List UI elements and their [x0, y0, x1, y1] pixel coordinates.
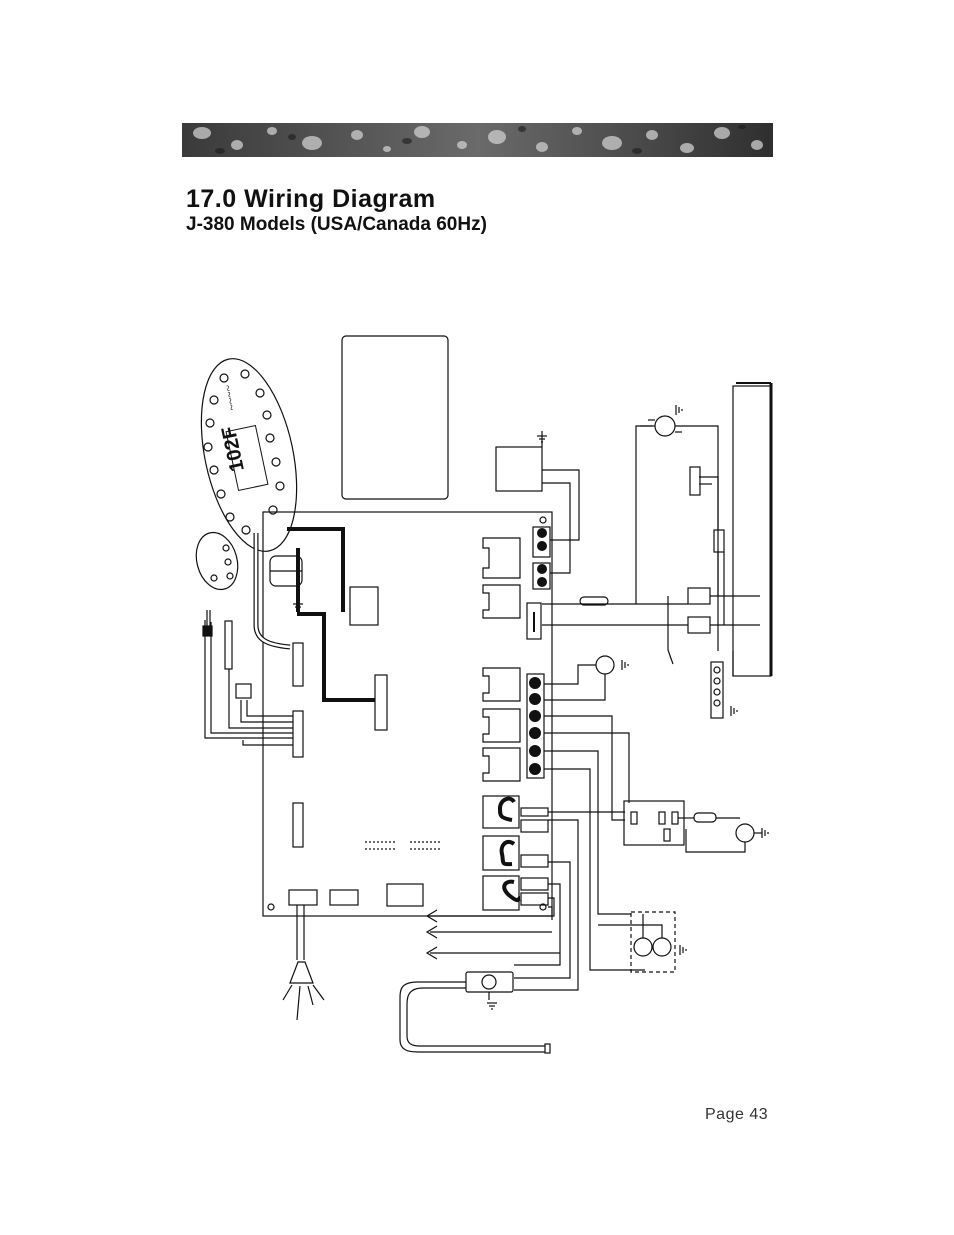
sensor-harness	[202, 610, 293, 746]
svg-text:~~~~: ~~~~	[221, 383, 239, 412]
page-number: Page 43	[705, 1106, 769, 1123]
section-title: 17.0 Wiring Diagram	[186, 185, 436, 213]
contactor-and-pump	[548, 800, 762, 853]
main-circuit-board	[262, 511, 553, 917]
aux-pump-motor	[544, 655, 645, 971]
ozonator-assembly	[598, 911, 676, 973]
circulation-pump	[635, 415, 719, 651]
spa-light	[282, 905, 325, 1021]
control-panel-oval: 102F ~~~~	[200, 358, 298, 552]
water-droplets-banner	[182, 123, 773, 157]
panel-display-readout: 102F	[218, 424, 249, 473]
spa-side-panel	[732, 382, 773, 677]
blower-assembly	[495, 436, 580, 574]
model-subtitle: J-380 Models (USA/Canada 60Hz)	[186, 214, 487, 235]
lower-wiring	[399, 819, 579, 1054]
auxiliary-control-panel	[195, 531, 239, 591]
ground-icon	[293, 405, 769, 1010]
arrow-left-icon	[425, 909, 438, 960]
terminal-contacts	[529, 528, 547, 775]
heavy-board-wires	[287, 527, 522, 903]
heater-assembly	[542, 466, 760, 676]
info-label-box	[341, 335, 449, 500]
ground-terminal-strip	[710, 661, 724, 719]
